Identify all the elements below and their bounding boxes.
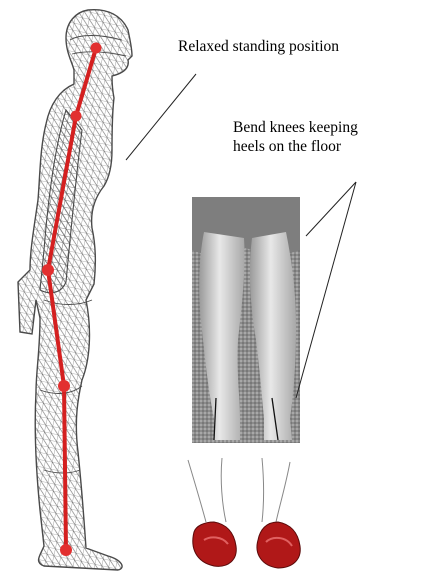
ear-joint-marker <box>91 43 102 54</box>
left-foot-leg-sketch <box>188 458 226 522</box>
knee-joint-marker <box>58 380 70 392</box>
right-foot-leg-sketch <box>262 458 290 522</box>
bend-knees-caption: Bend knees keeping heels on the floor <box>233 118 358 156</box>
legs-photo-icon <box>192 197 300 443</box>
relaxed-leader-line <box>126 74 196 160</box>
wireframe-body-silhouette <box>18 10 132 570</box>
shoulder-joint-marker <box>71 111 82 122</box>
feet-icon <box>188 458 300 568</box>
left-shoe <box>193 522 236 566</box>
relaxed-standing-caption: Relaxed standing position <box>178 37 339 56</box>
right-shoe <box>257 522 300 568</box>
ankle-joint-marker <box>60 544 72 556</box>
wireframe-body-icon <box>18 10 132 570</box>
hip-joint-marker <box>42 264 54 276</box>
